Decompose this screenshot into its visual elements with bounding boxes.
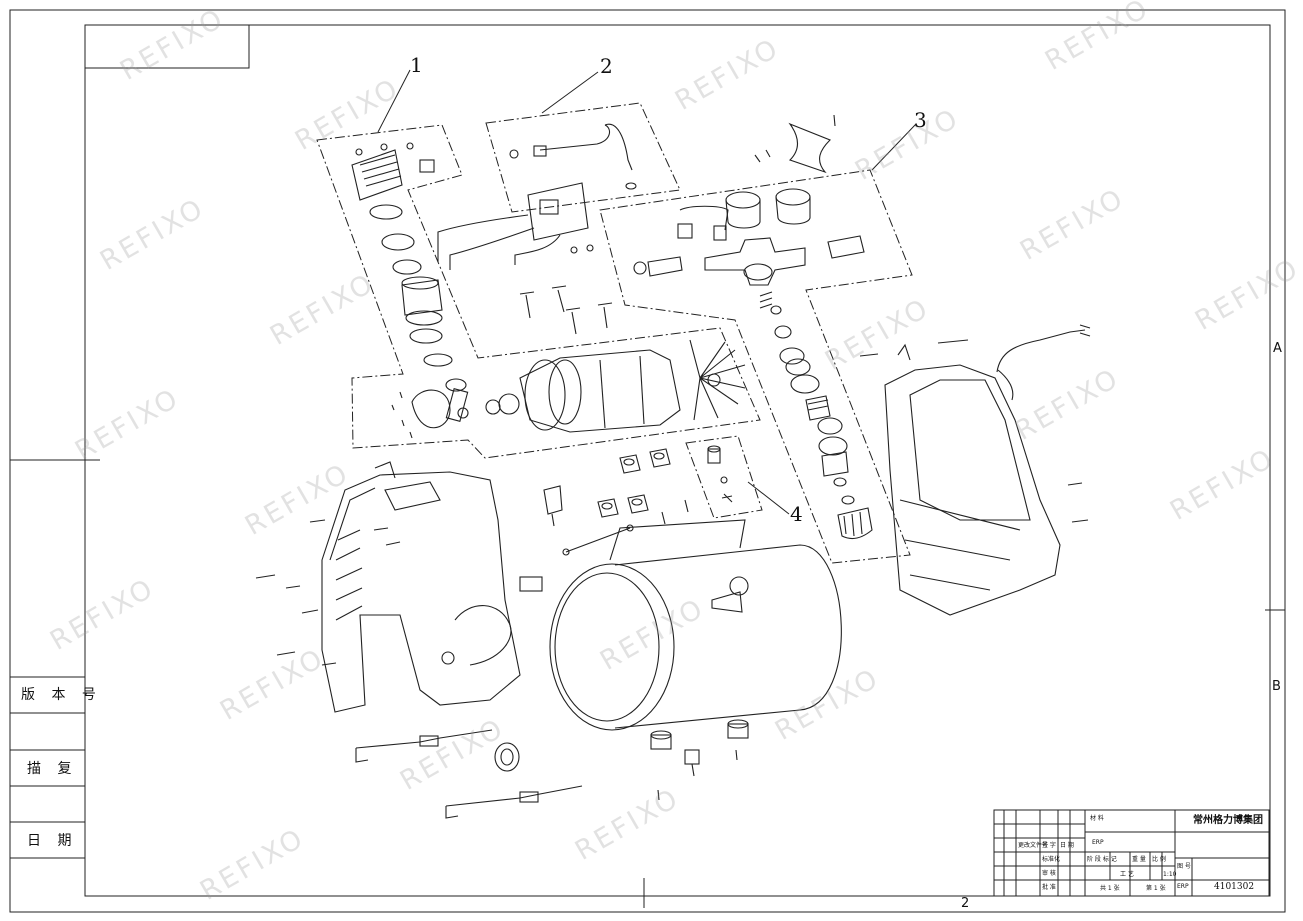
drawing-number-label: 图 号 <box>1177 863 1191 870</box>
cylinder-crank <box>411 378 469 429</box>
date-label: 日 期 <box>27 833 78 849</box>
sheet-total: 共 1 张 <box>1100 885 1120 892</box>
zone-marker-b: B <box>1272 679 1281 694</box>
material-label: 材 料 <box>1090 815 1104 822</box>
sheet-number: 第 1 张 <box>1146 885 1166 892</box>
callout-4: 4 <box>790 502 803 526</box>
left-revision-column <box>10 676 85 859</box>
zone-marker-bottom: 2 <box>961 896 970 911</box>
top-left-box <box>84 24 250 69</box>
weight-label: 重 量 <box>1132 856 1146 863</box>
change-doc-label: 更改文件号 <box>1018 842 1049 849</box>
outlet-pipe <box>509 123 637 190</box>
air-tank <box>549 519 842 731</box>
outer-frame <box>9 9 1286 913</box>
standardization-label: 标准化 <box>1042 856 1061 863</box>
sign-label: 签 字 <box>1042 842 1056 849</box>
right-housing <box>884 324 1091 616</box>
title-block <box>993 809 1270 897</box>
left-housing <box>321 461 521 713</box>
callout-2: 2 <box>600 54 613 78</box>
power-cords <box>355 729 583 819</box>
small-components <box>519 485 738 801</box>
trace-copy-label: 描 复 <box>27 761 78 777</box>
pressure-switch-fitting <box>707 445 733 503</box>
document-number: 4101302 <box>1214 882 1255 892</box>
group-1-outline <box>316 124 761 459</box>
erp-code-label: ERP <box>1177 883 1189 890</box>
motor-assembly <box>485 339 746 433</box>
group-2-outline <box>485 102 681 213</box>
side-screws <box>255 339 1089 666</box>
cylinder-head-stack <box>351 142 453 367</box>
scale-value: 1:10 <box>1163 871 1177 878</box>
ratio-label: 比 例 <box>1152 856 1166 863</box>
version-number-label: 版 本 号 <box>21 687 102 703</box>
approve-label: 批 准 <box>1042 884 1056 891</box>
group-3-outline <box>599 169 913 564</box>
date-col-label: 日 期 <box>1060 842 1074 849</box>
review-label: 审 核 <box>1042 870 1056 877</box>
callout-leaders <box>377 69 917 515</box>
circuit-board <box>437 182 594 270</box>
callout-1: 1 <box>410 53 423 77</box>
valve-stack <box>759 291 873 540</box>
company-name: 常州格力博集团 <box>1193 815 1263 826</box>
rubber-feet <box>597 448 749 750</box>
valve-manifold <box>633 114 865 286</box>
erp-label: ERP <box>1092 839 1104 846</box>
callout-3: 3 <box>914 108 927 132</box>
inner-frame <box>84 24 1271 897</box>
group-4-outline <box>685 435 763 519</box>
stage-mark-label: 阶 段 标 记 <box>1087 856 1117 863</box>
zone-marker-a: A <box>1273 341 1282 356</box>
process-label: 工 艺 <box>1120 871 1134 878</box>
screws-center <box>519 285 613 335</box>
